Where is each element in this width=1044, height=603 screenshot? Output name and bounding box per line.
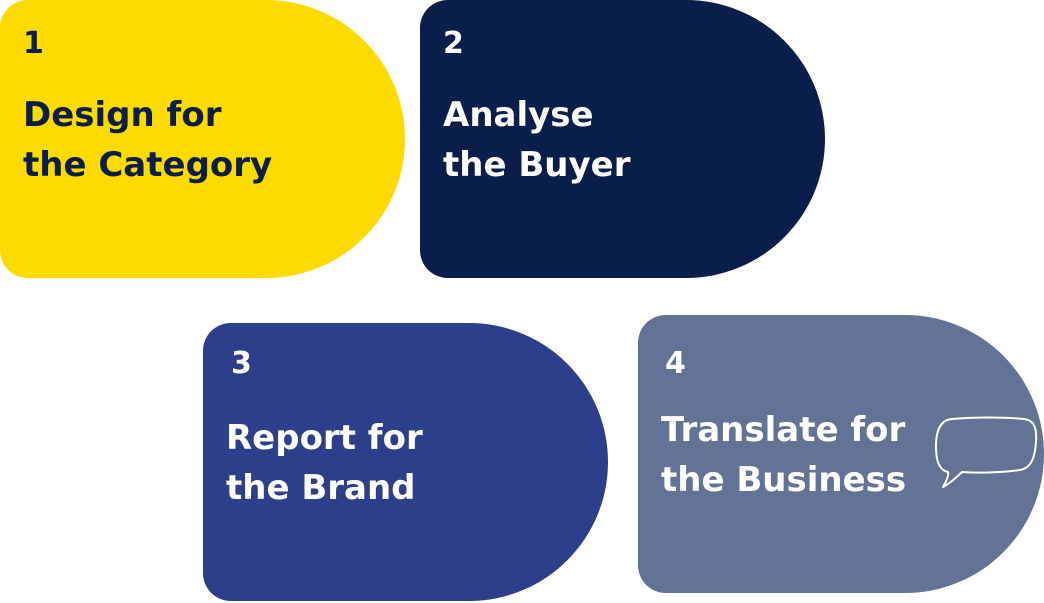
step-number: 3: [231, 346, 252, 381]
step-title-line-1: Analyse: [443, 95, 594, 135]
step-title: Translate for the Business: [661, 405, 906, 505]
speech-bubble-icon: [935, 416, 1038, 488]
step-title: Analyse the Buyer: [443, 90, 630, 190]
step-title-line-1: Translate for: [661, 410, 906, 450]
step-card-3: 3 Report for the Brand: [203, 323, 608, 601]
step-card-4: 4 Translate for the Business: [638, 315, 1044, 593]
step-number: 2: [443, 26, 464, 61]
step-title-line-1: Design for: [23, 95, 222, 135]
step-card-2: 2 Analyse the Buyer: [420, 0, 825, 278]
step-title: Report for the Brand: [226, 413, 423, 513]
step-title-line-2: the Buyer: [443, 145, 631, 185]
step-title-line-2: the Brand: [226, 468, 416, 508]
step-card-1: 1 Design for the Category: [0, 0, 405, 278]
step-title: Design for the Category: [23, 90, 272, 190]
step-number: 1: [23, 26, 44, 61]
step-title-line-2: the Business: [661, 460, 907, 500]
step-title-line-2: the Category: [23, 145, 273, 185]
step-title-line-1: Report for: [226, 418, 423, 458]
step-number: 4: [665, 346, 686, 381]
